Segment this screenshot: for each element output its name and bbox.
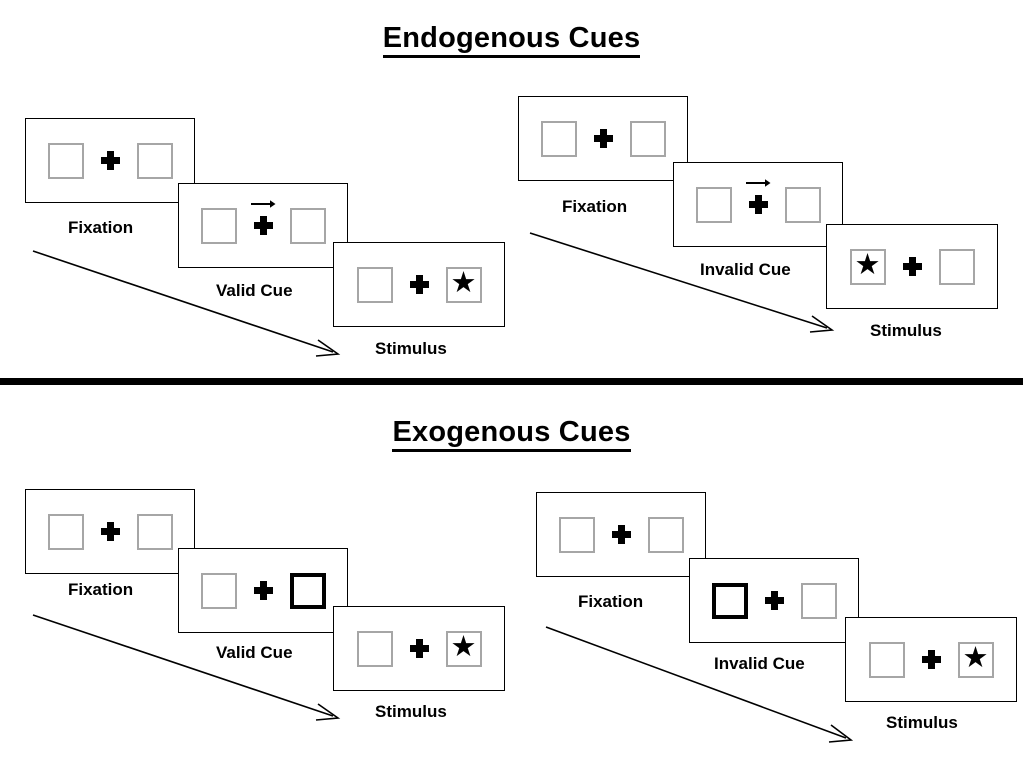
placeholder-box-right <box>784 186 821 223</box>
caption-endogenous-invalid-fixation: Fixation <box>562 197 628 216</box>
section-title-endogenous-text: Endogenous Cues <box>382 22 641 58</box>
fixation-cross-icon <box>764 591 784 610</box>
placeholder-box-left: ★ <box>849 248 886 285</box>
section-divider <box>0 378 1023 385</box>
placeholder-box-left <box>356 630 393 667</box>
star-icon: ★ <box>962 642 989 674</box>
cued-box-left <box>711 582 748 619</box>
caption-exogenous-invalid-stimulus: Stimulus <box>886 713 958 732</box>
panel-exogenous-invalid-fixation <box>536 492 706 577</box>
placeholder-box-right <box>647 516 684 553</box>
placeholder-box-right <box>629 120 666 157</box>
fixation-cross-icon <box>100 522 120 541</box>
placeholder-box-right <box>800 582 837 619</box>
fixation-cross-icon <box>921 650 941 669</box>
fixation-cross-icon <box>746 179 771 214</box>
caption-exogenous-valid-cue: Valid Cue <box>216 643 293 662</box>
placeholder-box-right <box>938 248 975 285</box>
section-title-exogenous-text: Exogenous Cues <box>392 416 631 452</box>
cued-box-right <box>289 572 326 609</box>
placeholder-box-left <box>356 266 393 303</box>
placeholder-box-left <box>47 142 84 179</box>
right-arrow-icon <box>251 200 276 208</box>
caption-exogenous-invalid-fixation: Fixation <box>578 592 644 611</box>
caption-exogenous-invalid-cue: Invalid Cue <box>714 654 805 673</box>
right-arrow-icon <box>746 179 771 187</box>
panel-exogenous-invalid-stimulus: ★ <box>845 617 1017 702</box>
fixation-cross-icon <box>409 639 429 658</box>
caption-exogenous-valid-fixation: Fixation <box>68 580 134 599</box>
section-title-endogenous: Endogenous Cues <box>0 22 1023 58</box>
star-icon: ★ <box>854 249 881 281</box>
panel-exogenous-valid-fixation <box>25 489 195 574</box>
caption-endogenous-invalid-cue: Invalid Cue <box>700 260 791 279</box>
fixation-cross-icon <box>100 151 120 170</box>
panel-endogenous-valid-stimulus: ★ <box>333 242 505 327</box>
placeholder-box-left <box>558 516 595 553</box>
placeholder-box-right: ★ <box>957 641 994 678</box>
fixation-cross-icon <box>902 257 922 276</box>
placeholder-box-right <box>289 207 326 244</box>
placeholder-box-left <box>540 120 577 157</box>
section-title-exogenous: Exogenous Cues <box>0 416 1023 452</box>
placeholder-box-left <box>47 513 84 550</box>
placeholder-box-right <box>136 142 173 179</box>
placeholder-box-right: ★ <box>445 630 482 667</box>
caption-endogenous-valid-stimulus: Stimulus <box>375 339 447 358</box>
caption-endogenous-invalid-stimulus: Stimulus <box>870 321 942 340</box>
fixation-cross-icon <box>409 275 429 294</box>
caption-exogenous-valid-stimulus: Stimulus <box>375 702 447 721</box>
star-icon: ★ <box>450 267 477 299</box>
star-icon: ★ <box>450 631 477 663</box>
panel-exogenous-invalid-cue <box>689 558 859 643</box>
caption-endogenous-valid-cue: Valid Cue <box>216 281 293 300</box>
panel-endogenous-invalid-fixation <box>518 96 688 181</box>
placeholder-box-left <box>200 207 237 244</box>
placeholder-box-left <box>695 186 732 223</box>
caption-endogenous-valid-fixation: Fixation <box>68 218 134 237</box>
placeholder-box-left <box>868 641 905 678</box>
panel-endogenous-invalid-stimulus: ★ <box>826 224 998 309</box>
panel-exogenous-valid-stimulus: ★ <box>333 606 505 691</box>
fixation-cross-icon <box>593 129 613 148</box>
fixation-cross-icon <box>611 525 631 544</box>
placeholder-box-right: ★ <box>445 266 482 303</box>
placeholder-box-left <box>200 572 237 609</box>
placeholder-box-right <box>136 513 173 550</box>
panel-endogenous-invalid-cue <box>673 162 843 247</box>
panel-endogenous-valid-cue <box>178 183 348 268</box>
panel-exogenous-valid-cue <box>178 548 348 633</box>
fixation-cross-icon <box>253 581 273 600</box>
fixation-cross-icon <box>251 200 276 235</box>
panel-endogenous-valid-fixation <box>25 118 195 203</box>
